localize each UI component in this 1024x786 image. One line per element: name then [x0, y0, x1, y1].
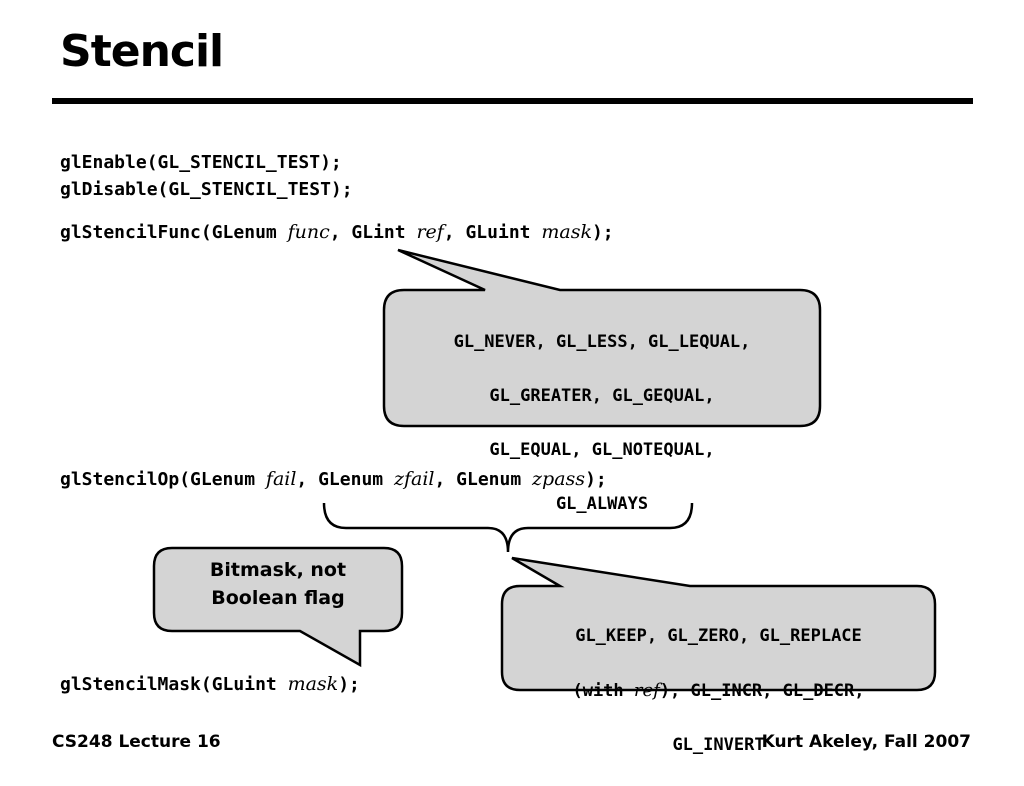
code-token: , GLenum [434, 469, 533, 490]
callout-line: GL_KEEP, GL_ZERO, GL_REPLACE [575, 626, 862, 646]
param-mask: mask [287, 673, 339, 695]
op-values-text: GL_KEEP, GL_ZERO, GL_REPLACE (with ref),… [502, 596, 935, 786]
code-token: ); [338, 674, 360, 695]
footer-course: CS248 Lecture 16 [52, 732, 221, 752]
param-mask: mask [541, 221, 592, 243]
callout-line: GL_GREATER, GL_GEQUAL, [489, 386, 715, 406]
callout-shapes [152, 248, 937, 692]
code-stencil-func-line: glStencilFunc(GLenum func, GLint ref, GL… [60, 219, 614, 246]
mask-note-text: Bitmask, not Boolean flag [154, 556, 402, 612]
callout-line: GL_ALWAYS [555, 494, 649, 514]
func-values-text: GL_NEVER, GL_LESS, GL_LEQUAL, GL_GREATER… [384, 302, 820, 545]
code-token: , GLenum [296, 469, 394, 490]
param-zpass: zpass [532, 468, 586, 490]
slide-title: Stencil [60, 26, 224, 77]
code-token: ); [591, 222, 614, 243]
code-token: , GLint [329, 222, 417, 243]
callout-line: Bitmask, not [209, 559, 347, 581]
callout-token: (with [572, 681, 634, 701]
callout-line: Boolean flag [211, 587, 345, 609]
mask-note-bubble [152, 546, 404, 668]
code-token: ); [585, 469, 607, 490]
func-values-bubble [382, 248, 822, 428]
code-stencil-mask-line: glStencilMask(GLuint mask); [60, 671, 360, 698]
footer-author: Kurt Akeley, Fall 2007 [761, 732, 971, 752]
code-enable-line: glEnable(GL_STENCIL_TEST); [60, 152, 342, 173]
param-ref: ref [416, 221, 444, 243]
param-ref: ref [633, 680, 660, 701]
callout-line: GL_NEVER, GL_LESS, GL_LEQUAL, [453, 332, 751, 352]
param-zfail: zfail [393, 468, 435, 490]
code-token: glStencilOp(GLenum [60, 469, 266, 490]
title-divider [52, 98, 973, 104]
callout-token: ), GL_INCR, GL_DECR, [659, 681, 865, 701]
param-func: func [287, 221, 330, 243]
code-token: glStencilFunc(GLenum [60, 222, 288, 243]
op-values-bubble [500, 556, 937, 692]
param-fail: fail [265, 468, 297, 490]
code-disable-line: glDisable(GL_STENCIL_TEST); [60, 179, 353, 200]
code-token: , GLuint [443, 222, 542, 243]
callout-line: (with ref), GL_INCR, GL_DECR, [502, 677, 935, 705]
callout-line: GL_EQUAL, GL_NOTEQUAL, [489, 440, 715, 460]
params-brace [322, 502, 694, 553]
callout-line: GL_INVERT [672, 735, 765, 755]
code-stencil-op-line: glStencilOp(GLenum fail, GLenum zfail, G… [60, 466, 607, 493]
code-token: glStencilMask(GLuint [60, 674, 288, 695]
